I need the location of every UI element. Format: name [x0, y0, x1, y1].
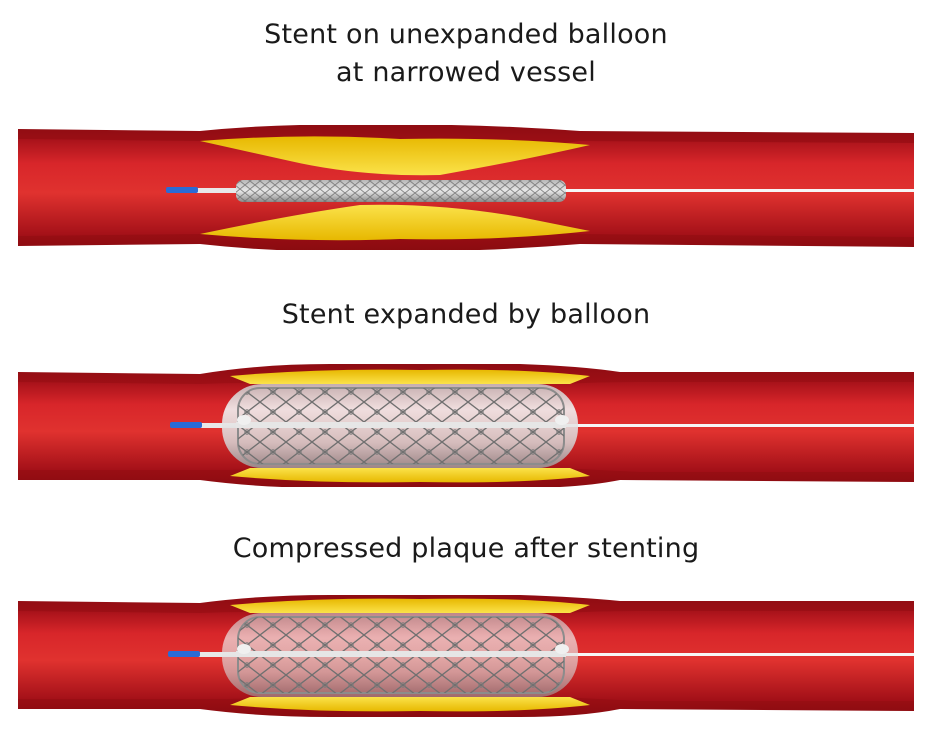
plaque-bottom [230, 468, 590, 483]
stage-1-vessel-illustration [18, 125, 914, 250]
catheter-shaft [196, 188, 236, 193]
marker-band-right [555, 644, 569, 654]
stage-2-vessel-illustration [18, 364, 914, 487]
marker-band-left [237, 644, 251, 654]
stage-1-caption: Stent on unexpanded balloon at narrowed … [0, 16, 932, 92]
catheter-tip [168, 651, 200, 657]
catheter-shaft [198, 652, 238, 657]
catheter-tip [170, 422, 202, 428]
stage-3-caption-line-1: Compressed plaque after stenting [232, 533, 700, 564]
stage-1-caption-line-1: Stent on unexpanded balloon [264, 19, 668, 50]
guidewire [560, 189, 914, 192]
marker-band-right [555, 415, 569, 425]
plaque-top [230, 369, 590, 384]
stage-3-vessel-illustration [18, 595, 914, 717]
plaque-bottom [230, 697, 590, 712]
guidewire [560, 424, 914, 427]
stage-3-caption: Compressed plaque after stenting [0, 530, 932, 568]
stage-2-caption-line-1: Stent expanded by balloon [281, 299, 651, 330]
balloon-shaft [236, 422, 566, 428]
balloon-shaft [236, 651, 566, 657]
marker-band-left [237, 415, 251, 425]
plaque-bottom [200, 204, 590, 241]
guidewire [560, 653, 914, 656]
plaque-top [230, 598, 590, 613]
plaque-top [200, 136, 590, 176]
catheter-shaft [200, 423, 240, 428]
crimped-stent-mesh [236, 180, 566, 202]
stage-1-caption-line-2: at narrowed vessel [336, 57, 596, 88]
catheter-tip [166, 187, 198, 193]
stage-2-caption: Stent expanded by balloon [0, 296, 932, 334]
